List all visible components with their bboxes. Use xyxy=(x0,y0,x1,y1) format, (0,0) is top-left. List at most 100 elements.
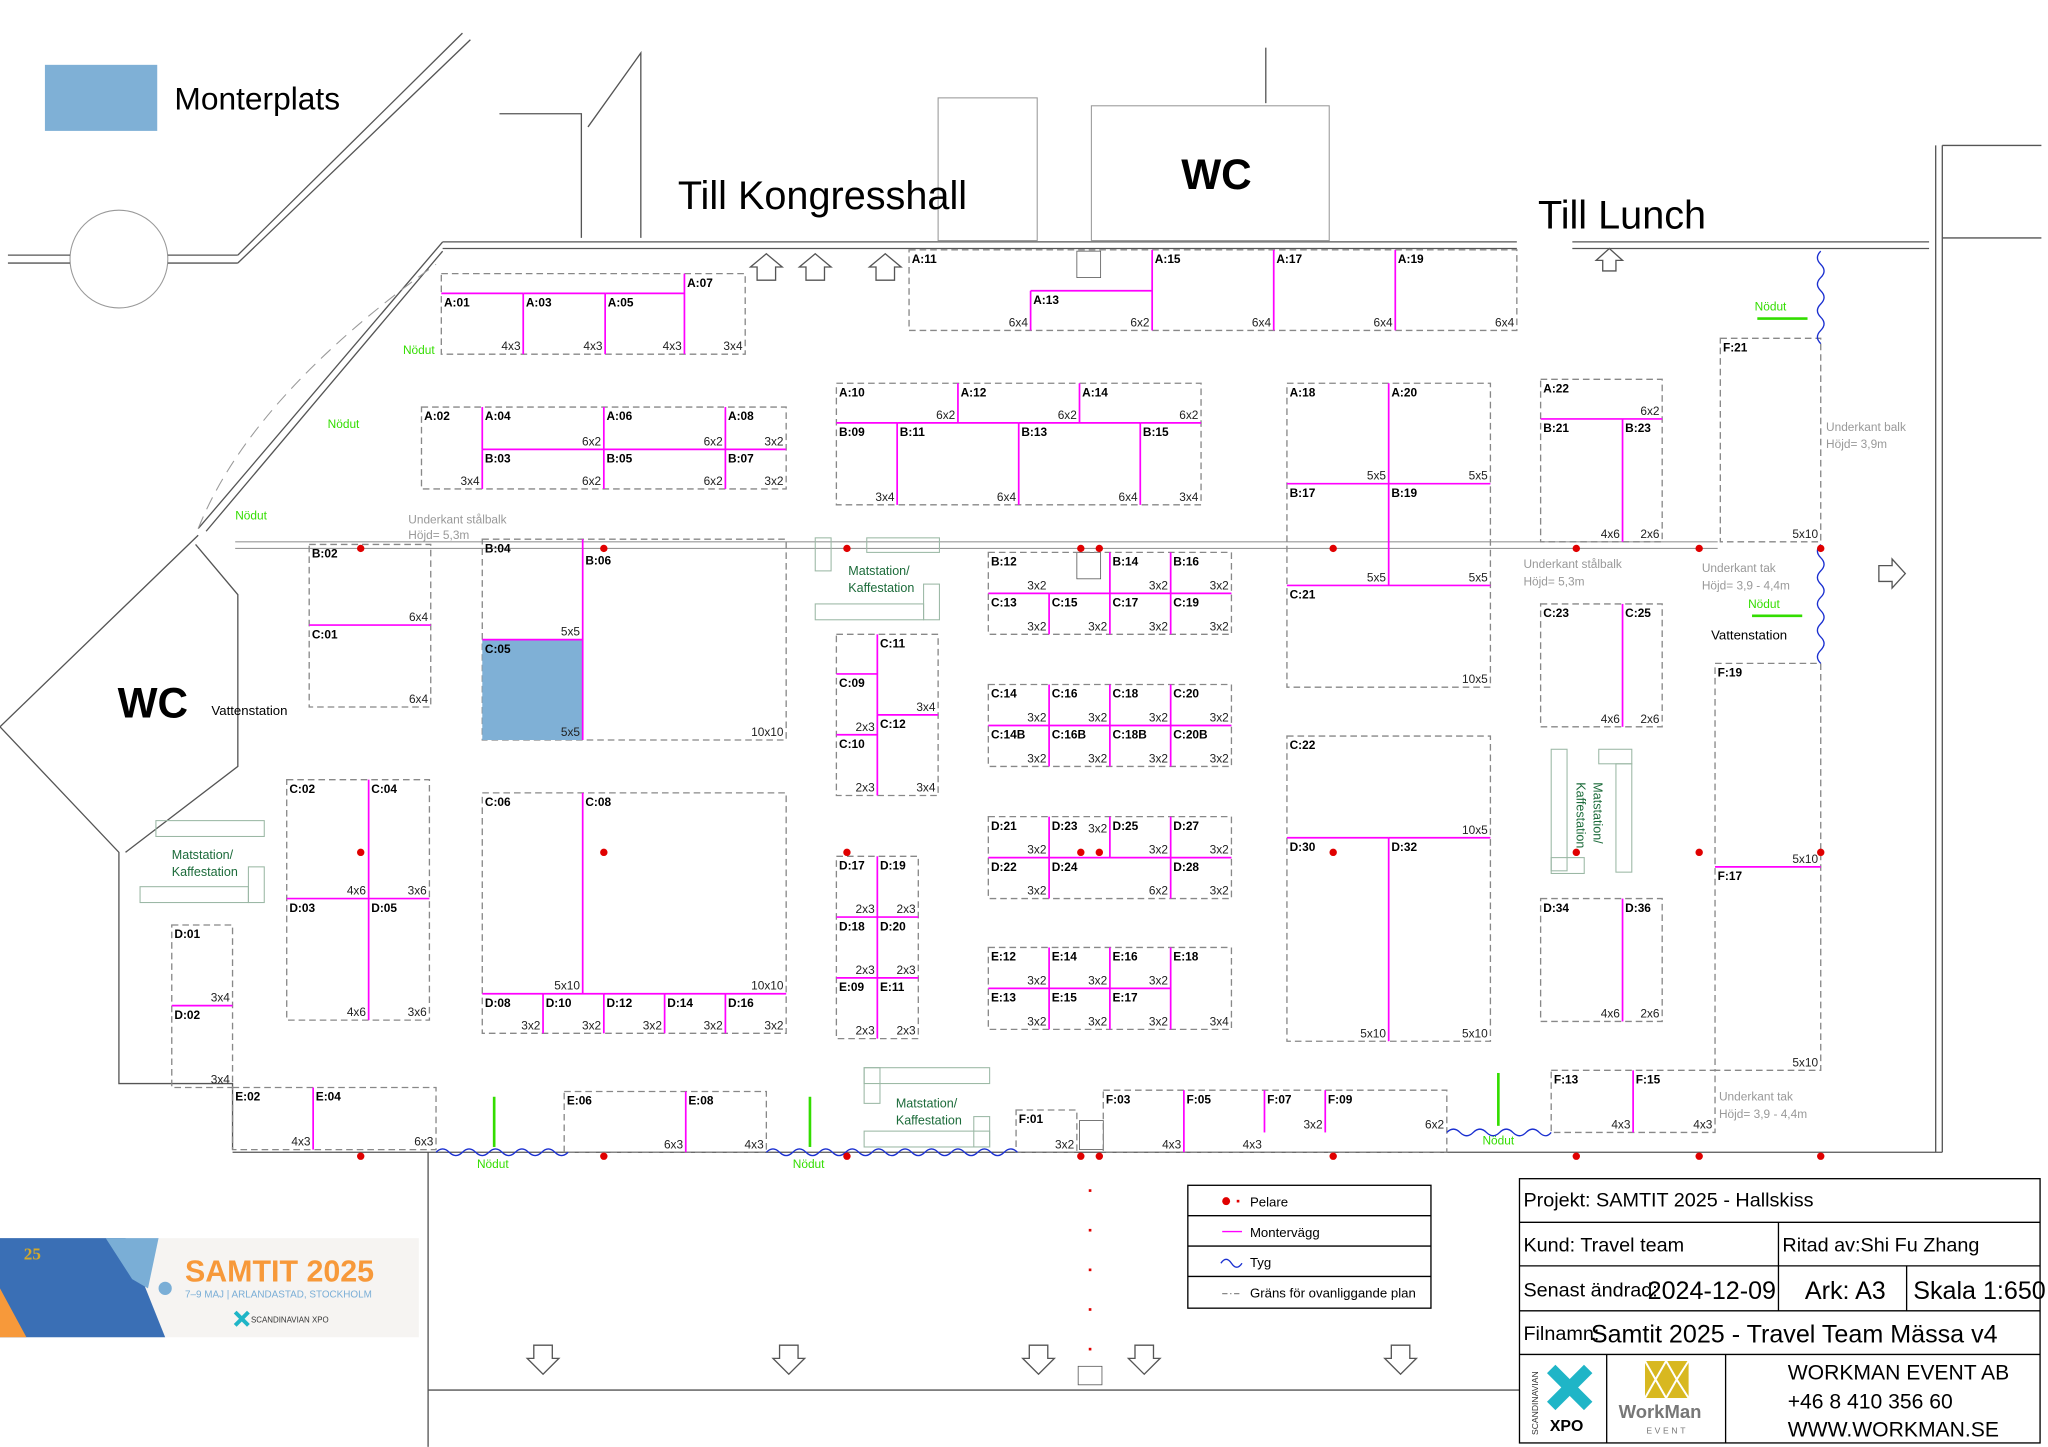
booth[interactable]: C:0810x10 xyxy=(581,792,784,994)
booth[interactable]: B:214x6 xyxy=(1540,418,1623,541)
booth[interactable]: C:234x6 xyxy=(1543,606,1620,726)
booth[interactable]: F:175x10 xyxy=(1715,866,1821,1070)
booth[interactable]: F:013x2 xyxy=(1019,1112,1074,1151)
booth[interactable]: C:102x3 xyxy=(836,733,878,795)
booth[interactable]: D:213x2 xyxy=(991,819,1046,857)
booth[interactable]: E:133x2 xyxy=(988,987,1050,1028)
booth[interactable]: E:024x3 xyxy=(235,1090,311,1149)
booth[interactable]: E:092x3 xyxy=(836,976,878,1038)
booth[interactable]: E:084x3 xyxy=(684,1091,764,1153)
booth[interactable]: B:026x4 xyxy=(312,547,429,624)
booth[interactable]: C:113x4 xyxy=(876,634,936,715)
booth[interactable]: D:344x6 xyxy=(1543,901,1620,1021)
booth[interactable]: E:183x4 xyxy=(1169,947,1230,1030)
booth[interactable]: C:18B3x2 xyxy=(1109,724,1171,767)
booth[interactable]: D:273x2 xyxy=(1169,816,1229,858)
booth[interactable]: C:16B3x2 xyxy=(1048,724,1110,767)
booth[interactable]: C:2110x5 xyxy=(1286,584,1491,686)
booth[interactable]: D:182x3 xyxy=(836,916,878,977)
booth[interactable]: C:153x2 xyxy=(1048,592,1110,635)
booth[interactable]: F:096x2 xyxy=(1324,1090,1444,1133)
booth[interactable]: D:123x2 xyxy=(602,992,665,1034)
booth[interactable]: C:092x3 xyxy=(836,673,878,734)
booth[interactable]: D:202x3 xyxy=(876,916,919,978)
booth[interactable]: C:133x2 xyxy=(988,592,1050,633)
booth[interactable]: A:156x4 xyxy=(1151,249,1271,331)
booth[interactable]: C:065x10 xyxy=(485,795,581,993)
booth[interactable]: C:252x6 xyxy=(1621,603,1660,727)
booth[interactable]: B:116x4 xyxy=(896,422,1019,505)
booth[interactable]: D:283x2 xyxy=(1169,856,1232,899)
booth[interactable]: D:253x2 xyxy=(1109,816,1168,858)
booth[interactable]: A:046x2 xyxy=(481,407,601,450)
booth[interactable]: A:136x2 xyxy=(1029,289,1153,331)
booth[interactable]: C:055x5 xyxy=(482,638,583,741)
booth[interactable]: E:046x3 xyxy=(312,1087,434,1150)
booth[interactable]: D:083x2 xyxy=(482,992,544,1033)
booth[interactable]: E:066x3 xyxy=(567,1094,684,1152)
booth[interactable]: C:193x2 xyxy=(1169,592,1232,635)
booth[interactable]: A:116x4 xyxy=(912,252,1029,329)
booth[interactable]: D:305x10 xyxy=(1286,836,1389,1041)
booth[interactable]: C:203x2 xyxy=(1169,684,1229,726)
booth[interactable]: A:034x3 xyxy=(522,292,606,355)
booth[interactable]: B:143x2 xyxy=(1109,552,1168,594)
booth[interactable]: A:126x2 xyxy=(957,383,1077,423)
booth[interactable]: F:034x3 xyxy=(1106,1092,1182,1151)
booth[interactable]: B:136x4 xyxy=(1017,422,1141,505)
booth[interactable]: A:014x3 xyxy=(441,292,524,353)
booth[interactable]: A:185x5 xyxy=(1290,385,1387,482)
booth[interactable]: F:154x3 xyxy=(1632,1070,1713,1133)
booth[interactable]: F:195x10 xyxy=(1718,666,1819,866)
booth[interactable]: F:215x10 xyxy=(1723,341,1819,541)
booth[interactable]: A:176x4 xyxy=(1272,249,1393,331)
booth[interactable]: C:2210x5 xyxy=(1290,738,1489,837)
booth[interactable]: D:362x6 xyxy=(1621,898,1660,1022)
booth[interactable]: D:013x4 xyxy=(174,927,230,1004)
booth[interactable]: A:083x2 xyxy=(724,407,784,450)
booth[interactable]: E:112x3 xyxy=(876,976,919,1039)
booth[interactable]: E:173x2 xyxy=(1109,987,1171,1030)
booth[interactable]: C:183x2 xyxy=(1109,684,1168,726)
booth[interactable]: A:196x4 xyxy=(1394,249,1515,331)
booth[interactable]: B:0610x10 xyxy=(581,539,784,741)
booth[interactable]: B:195x5 xyxy=(1387,482,1491,586)
booth[interactable]: E:143x2 xyxy=(1048,947,1107,989)
booth[interactable]: C:016x4 xyxy=(309,624,431,706)
booth[interactable]: C:20B3x2 xyxy=(1169,724,1232,767)
booth[interactable]: A:226x2 xyxy=(1543,382,1659,418)
booth[interactable]: C:043x6 xyxy=(367,779,428,899)
booth[interactable]: B:175x5 xyxy=(1286,482,1389,585)
booth[interactable]: B:056x2 xyxy=(602,448,726,489)
booth[interactable]: E:153x2 xyxy=(1048,987,1110,1030)
booth[interactable]: B:153x4 xyxy=(1139,422,1202,505)
booth[interactable]: A:073x4 xyxy=(683,273,743,355)
booth[interactable]: C:123x4 xyxy=(876,714,939,796)
booth[interactable]: D:233x2 xyxy=(1048,816,1107,858)
booth[interactable]: D:023x4 xyxy=(171,1004,233,1087)
booth[interactable]: F:073x2 xyxy=(1263,1090,1323,1133)
booth[interactable]: F:054x3 xyxy=(1183,1090,1262,1153)
booth[interactable]: C:143x2 xyxy=(991,687,1046,725)
booth[interactable]: B:123x2 xyxy=(991,555,1046,593)
booth[interactable]: D:053x6 xyxy=(367,897,430,1021)
booth[interactable]: C:14B3x2 xyxy=(988,724,1050,765)
booth[interactable]: A:106x2 xyxy=(839,385,955,421)
booth[interactable]: D:246x2 xyxy=(1048,856,1171,899)
booth[interactable]: E:163x2 xyxy=(1109,947,1168,989)
booth[interactable]: A:146x2 xyxy=(1078,383,1198,423)
booth[interactable]: B:045x5 xyxy=(485,541,581,638)
booth[interactable]: C:163x2 xyxy=(1048,684,1107,726)
booth[interactable]: B:093x4 xyxy=(836,422,898,504)
booth[interactable]: D:143x2 xyxy=(663,992,726,1034)
booth[interactable]: D:103x2 xyxy=(542,992,604,1034)
booth[interactable]: D:223x2 xyxy=(988,856,1050,898)
booth[interactable]: D:192x3 xyxy=(876,856,916,918)
booth[interactable]: B:036x2 xyxy=(481,448,604,489)
booth[interactable]: B:232x6 xyxy=(1621,418,1663,542)
booth[interactable]: D:172x3 xyxy=(839,859,875,917)
booth[interactable]: A:054x3 xyxy=(604,292,685,355)
booth[interactable]: C:173x2 xyxy=(1109,592,1171,635)
booth[interactable]: D:034x6 xyxy=(286,897,369,1020)
booth[interactable]: E:123x2 xyxy=(991,950,1046,988)
